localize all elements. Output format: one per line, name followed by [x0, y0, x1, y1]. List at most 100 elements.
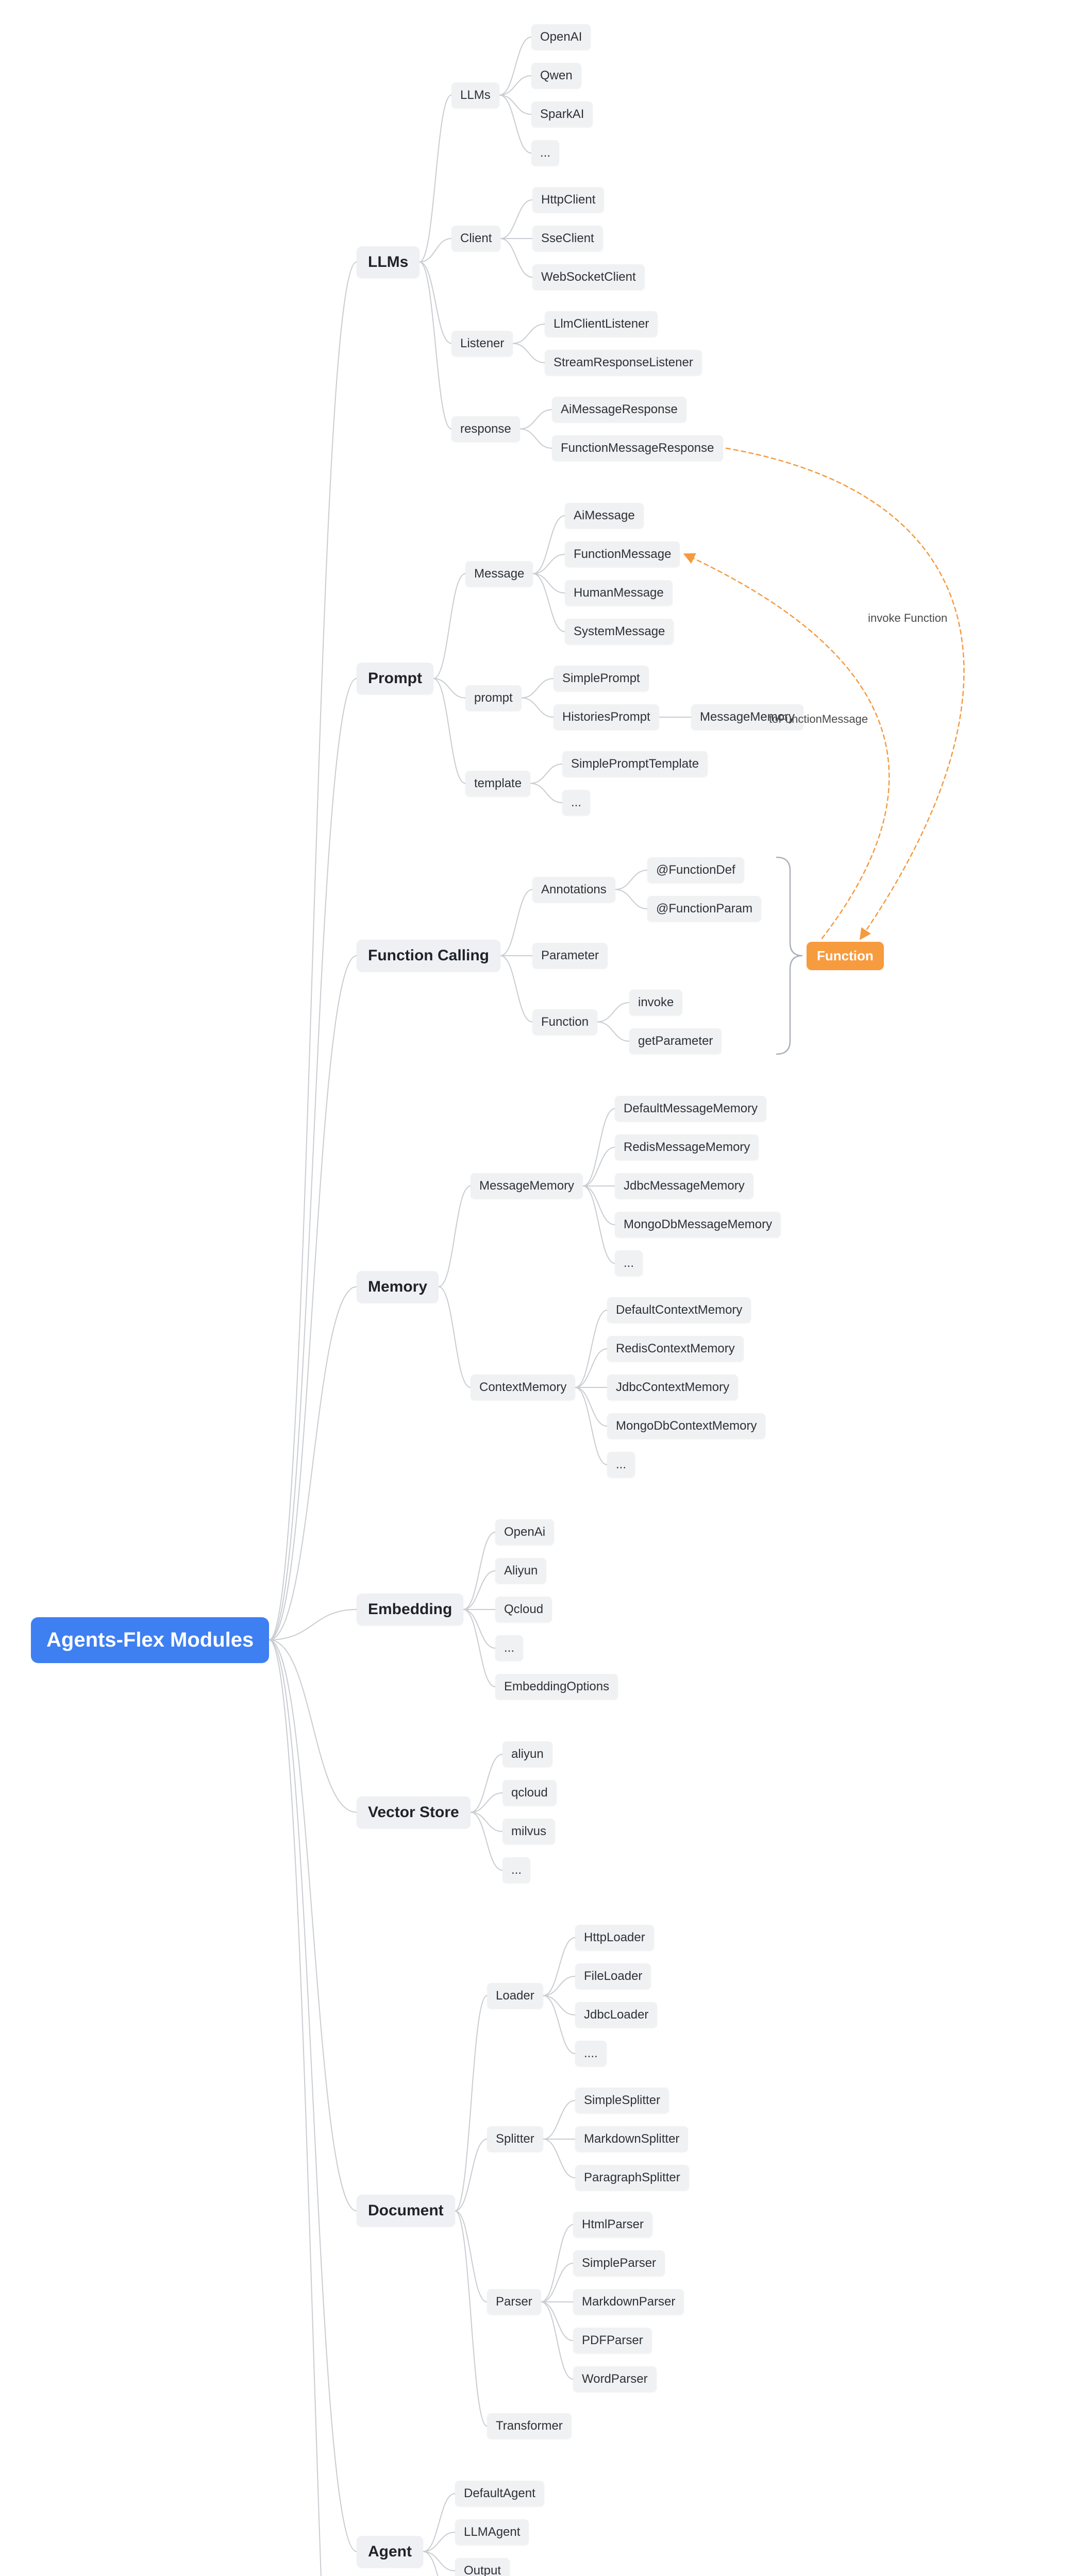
topic-openai[interactable]: OpenAi [495, 1519, 555, 1545]
topic-aliyun[interactable]: Aliyun [495, 1558, 547, 1584]
topic-function[interactable]: Function [532, 1009, 598, 1035]
connector-line [423, 2551, 456, 2571]
topic-qwen[interactable]: Qwen [531, 63, 581, 89]
topic-openai[interactable]: OpenAI [531, 24, 591, 50]
topic-functionmessage[interactable]: FunctionMessage [565, 541, 680, 567]
branch-vector-store[interactable]: Vector Store [357, 1796, 471, 1828]
topic-loader[interactable]: Loader [487, 1982, 543, 2009]
topic-invoke[interactable]: invoke [629, 990, 683, 1015]
branch-prompt[interactable]: Prompt [357, 663, 433, 694]
topic-sseclient[interactable]: SseClient [532, 226, 603, 251]
connector-line [582, 1147, 615, 1187]
topic-embeddingoptions[interactable]: EmbeddingOptions [495, 1674, 618, 1700]
topic-htmlparser[interactable]: HtmlParser [573, 2212, 653, 2238]
connector-line [519, 428, 552, 449]
topic-aimessage[interactable]: AiMessage [565, 503, 644, 529]
topic-qcloud[interactable]: Qcloud [495, 1597, 552, 1622]
topic-pdfparser[interactable]: PDFParser [573, 2328, 652, 2353]
topic-dots[interactable]: ... [495, 1635, 524, 1661]
topic-llmagent[interactable]: LLMAgent [455, 2519, 529, 2545]
topic-dots[interactable]: ... [562, 790, 591, 816]
topic-defaultagent[interactable]: DefaultAgent [455, 2481, 544, 2506]
topic-aimessageresponse[interactable]: AiMessageResponse [552, 397, 686, 422]
root-topic[interactable]: Agents-Flex Modules [31, 1617, 270, 1663]
connector-line [575, 1387, 608, 1427]
topic-dots[interactable]: .... [575, 2041, 607, 2066]
branch-agent[interactable]: Agent [357, 2535, 423, 2568]
topic-simpleprompt[interactable]: SimplePrompt [554, 666, 649, 691]
topic-milvus[interactable]: milvus [502, 1819, 556, 1844]
topic-redismessagememory[interactable]: RedisMessageMemory [615, 1134, 759, 1160]
summary-topic-function[interactable]: Function [807, 941, 884, 970]
topic-websocketclient[interactable]: WebSocketClient [532, 264, 645, 290]
branch-memory[interactable]: Memory [357, 1270, 439, 1303]
connector-line [543, 1995, 576, 2015]
connector-line [582, 1185, 615, 1225]
topic-qcloud[interactable]: qcloud [502, 1780, 557, 1806]
topic-wordparser[interactable]: WordParser [573, 2366, 657, 2392]
topic-dots[interactable]: ... [615, 1250, 643, 1276]
topic-annotations[interactable]: Annotations [532, 876, 615, 903]
topic-dots[interactable]: ... [607, 1452, 635, 1478]
connector-line [500, 955, 533, 1023]
topic-getparameter[interactable]: getParameter [629, 1028, 722, 1054]
topic-historiesprompt[interactable]: HistoriesPrompt [554, 704, 659, 730]
topic-listener[interactable]: Listener [451, 330, 513, 357]
topic-llmclientlistener[interactable]: LlmClientListener [545, 311, 658, 337]
topic-fileloader[interactable]: FileLoader [575, 1963, 651, 1989]
topic-simpleprompttemplate[interactable]: SimplePromptTemplate [562, 751, 708, 777]
topic-rediscontextmemory[interactable]: RedisContextMemory [607, 1336, 744, 1362]
topic-humanmessage[interactable]: HumanMessage [565, 580, 673, 606]
connector-line [269, 261, 357, 1640]
topic-aliyun[interactable]: aliyun [502, 1741, 552, 1767]
topic-sparkai[interactable]: SparkAI [531, 101, 593, 127]
topic-httploader[interactable]: HttpLoader [575, 1925, 654, 1951]
topic-defaultmessagememory[interactable]: DefaultMessageMemory [615, 1096, 767, 1122]
topic-markdownsplitter[interactable]: MarkdownSplitter [575, 2126, 689, 2152]
connector-line [499, 75, 532, 96]
topic-paragraphsplitter[interactable]: ParagraphSplitter [575, 2165, 689, 2191]
topic-contextmemory[interactable]: ContextMemory [471, 1375, 576, 1400]
topic-jdbccontextmemory[interactable]: JdbcContextMemory [607, 1375, 739, 1400]
branch-embedding[interactable]: Embedding [357, 1594, 464, 1625]
topic-markdownparser[interactable]: MarkdownParser [573, 2289, 684, 2315]
topic-client[interactable]: Client [451, 226, 501, 251]
topic-jdbcloader[interactable]: JdbcLoader [575, 2002, 658, 2028]
topic-prompt[interactable]: prompt [465, 685, 522, 711]
topic-simpleparser[interactable]: SimpleParser [573, 2250, 665, 2276]
topic-messagememory[interactable]: MessageMemory [471, 1173, 583, 1199]
branch-document[interactable]: Document [357, 2195, 455, 2227]
topic-dots[interactable]: ... [502, 1857, 531, 1883]
topic-llms[interactable]: LLMs [451, 82, 499, 108]
connector-line [470, 1754, 503, 1813]
topic-splitter[interactable]: Splitter [487, 2126, 543, 2152]
branch-llms[interactable]: LLMs [357, 246, 420, 278]
topic-dots[interactable]: ... [531, 140, 560, 166]
topic-message[interactable]: Message [465, 561, 533, 587]
topic-functionmessageresponse[interactable]: FunctionMessageResponse [552, 435, 723, 461]
connector-line [499, 37, 532, 96]
topic-mongodbcontextmemory[interactable]: MongoDbContextMemory [607, 1413, 766, 1439]
topic-transformer[interactable]: Transformer [487, 2413, 572, 2439]
topic-jdbcmessagememory[interactable]: JdbcMessageMemory [615, 1173, 753, 1199]
topic-messagememory[interactable]: MessageMemory [691, 704, 804, 730]
topic-response[interactable]: response [451, 416, 520, 442]
connector-line [500, 889, 533, 956]
topic-defaultcontextmemory[interactable]: DefaultContextMemory [607, 1297, 751, 1323]
topic-output[interactable]: Output [455, 2558, 510, 2576]
connector-line [423, 2551, 439, 2576]
topic-functionparam[interactable]: @FunctionParam [647, 896, 762, 922]
topic-streamresponselistener[interactable]: StreamResponseListener [545, 350, 702, 376]
connector-line [470, 1792, 503, 1813]
topic-httpclient[interactable]: HttpClient [532, 187, 605, 213]
connector-line [419, 261, 452, 430]
topic-template[interactable]: template [465, 770, 531, 796]
topic-simplesplitter[interactable]: SimpleSplitter [575, 2088, 669, 2113]
topic-parameter[interactable]: Parameter [532, 943, 608, 969]
topic-parser[interactable]: Parser [487, 2289, 541, 2315]
topic-functiondef[interactable]: @FunctionDef [647, 857, 744, 883]
topic-mongodbmessagememory[interactable]: MongoDbMessageMemory [615, 1212, 781, 1238]
branch-function-calling[interactable]: Function Calling [357, 940, 500, 972]
topic-systemmessage[interactable]: SystemMessage [565, 619, 674, 645]
connector-line [541, 2224, 574, 2302]
